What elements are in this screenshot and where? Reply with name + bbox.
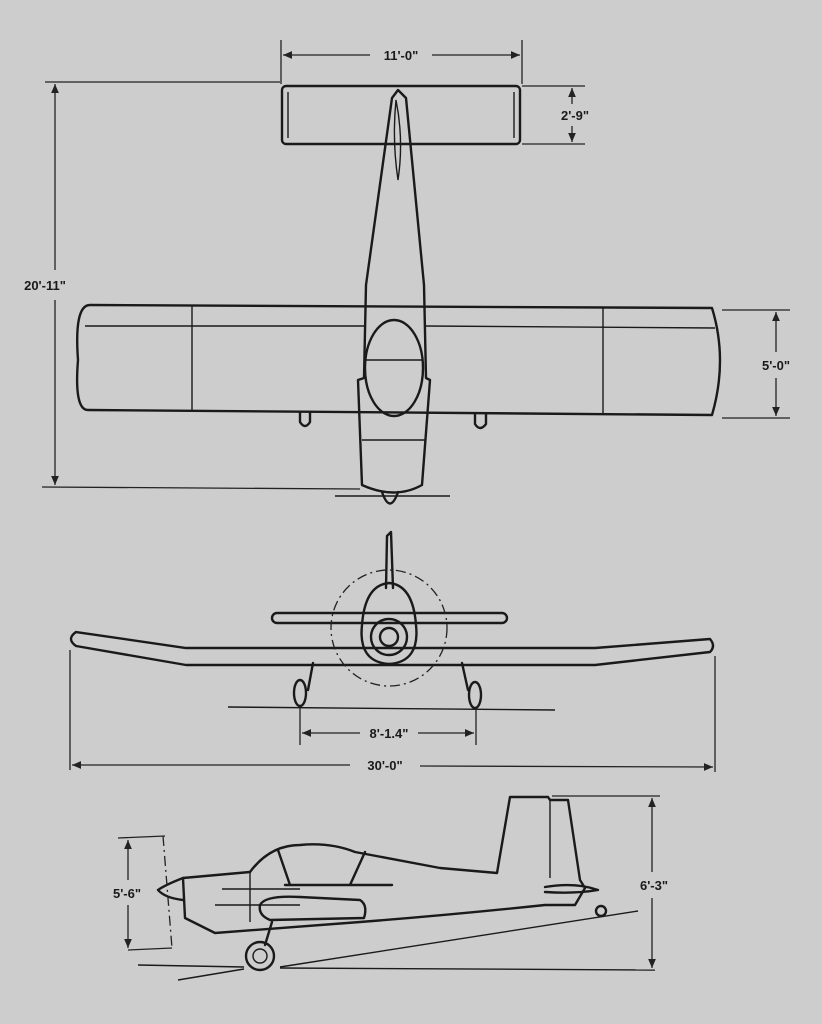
canopy xyxy=(363,318,425,418)
fuselage xyxy=(356,88,432,494)
right-wheel xyxy=(467,680,483,710)
wing-chord-label: 5'-0" xyxy=(762,358,790,373)
propeller-disc xyxy=(330,569,448,687)
side-main-wheel xyxy=(244,940,276,972)
front-stabilizer xyxy=(270,611,509,625)
front-wing xyxy=(69,630,715,667)
side-fuselage xyxy=(181,795,587,935)
wingspan-label: 30'-0" xyxy=(367,758,402,773)
left-wheel xyxy=(292,678,308,708)
wing-chord-dimension: 5'-0" xyxy=(722,309,790,419)
tail-span-dimension: 11'-0" xyxy=(280,40,523,84)
height-dimension: 6'-3" xyxy=(552,795,668,968)
height-label: 6'-3" xyxy=(640,878,668,893)
tail-chord-label: 2'-9" xyxy=(561,108,589,123)
wingspan-dimension: 30'-0" xyxy=(69,650,716,773)
side-wing xyxy=(258,895,367,922)
propeller-diameter-dimension: 5'-6" xyxy=(113,835,173,951)
vertical-fin xyxy=(384,530,395,590)
side-view: 5'-6" 6'-3" xyxy=(113,795,668,981)
cowling xyxy=(360,581,418,666)
wheel-track-dimension: 8'-1.4" xyxy=(299,708,477,745)
propeller-diameter-label: 5'-6" xyxy=(113,886,141,901)
length-dimension: 20'-11" xyxy=(24,81,361,490)
front-view: 8'-1.4" 30'-0" xyxy=(69,530,716,773)
length-label: 20'-11" xyxy=(24,278,66,293)
tail-chord-dimension: 2'-9" xyxy=(522,85,589,145)
top-view: 11'-0" 2'-9" 20'-11" 5'-0" xyxy=(24,40,790,505)
wing-planform xyxy=(75,303,722,417)
tail-span-label: 11'-0" xyxy=(384,48,419,63)
wheel-track-label: 8'-1.4" xyxy=(370,726,409,741)
